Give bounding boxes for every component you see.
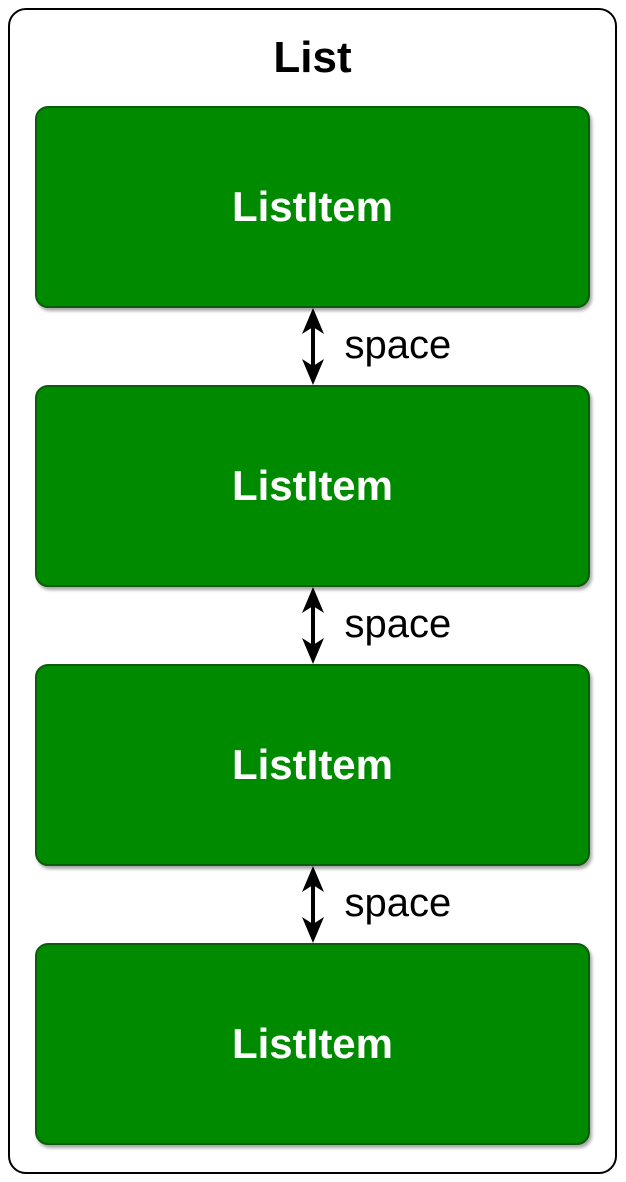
list-item-label: ListItem xyxy=(231,1020,394,1067)
list-item-box: ListItem xyxy=(35,385,590,587)
spacing-gap: space xyxy=(35,866,590,943)
list-container: List ListItem space ListItem space Lis xyxy=(8,8,617,1174)
list-item-box: ListItem xyxy=(35,664,590,866)
space-label: space xyxy=(344,323,452,367)
vertical-double-arrow-icon xyxy=(301,308,324,385)
list-title: List xyxy=(273,33,352,82)
spacing-gap: space xyxy=(35,308,590,385)
vertical-double-arrow-icon xyxy=(301,866,324,943)
space-label: space xyxy=(344,881,452,925)
list-item-label: ListItem xyxy=(231,741,394,788)
list-item-box: ListItem xyxy=(35,943,590,1145)
list-item-label: ListItem xyxy=(231,183,394,230)
space-label: space xyxy=(344,602,452,646)
vertical-double-arrow-icon xyxy=(301,587,324,664)
list-item-box: ListItem xyxy=(35,106,590,308)
list-item-label: ListItem xyxy=(231,462,394,509)
spacing-gap: space xyxy=(35,587,590,664)
